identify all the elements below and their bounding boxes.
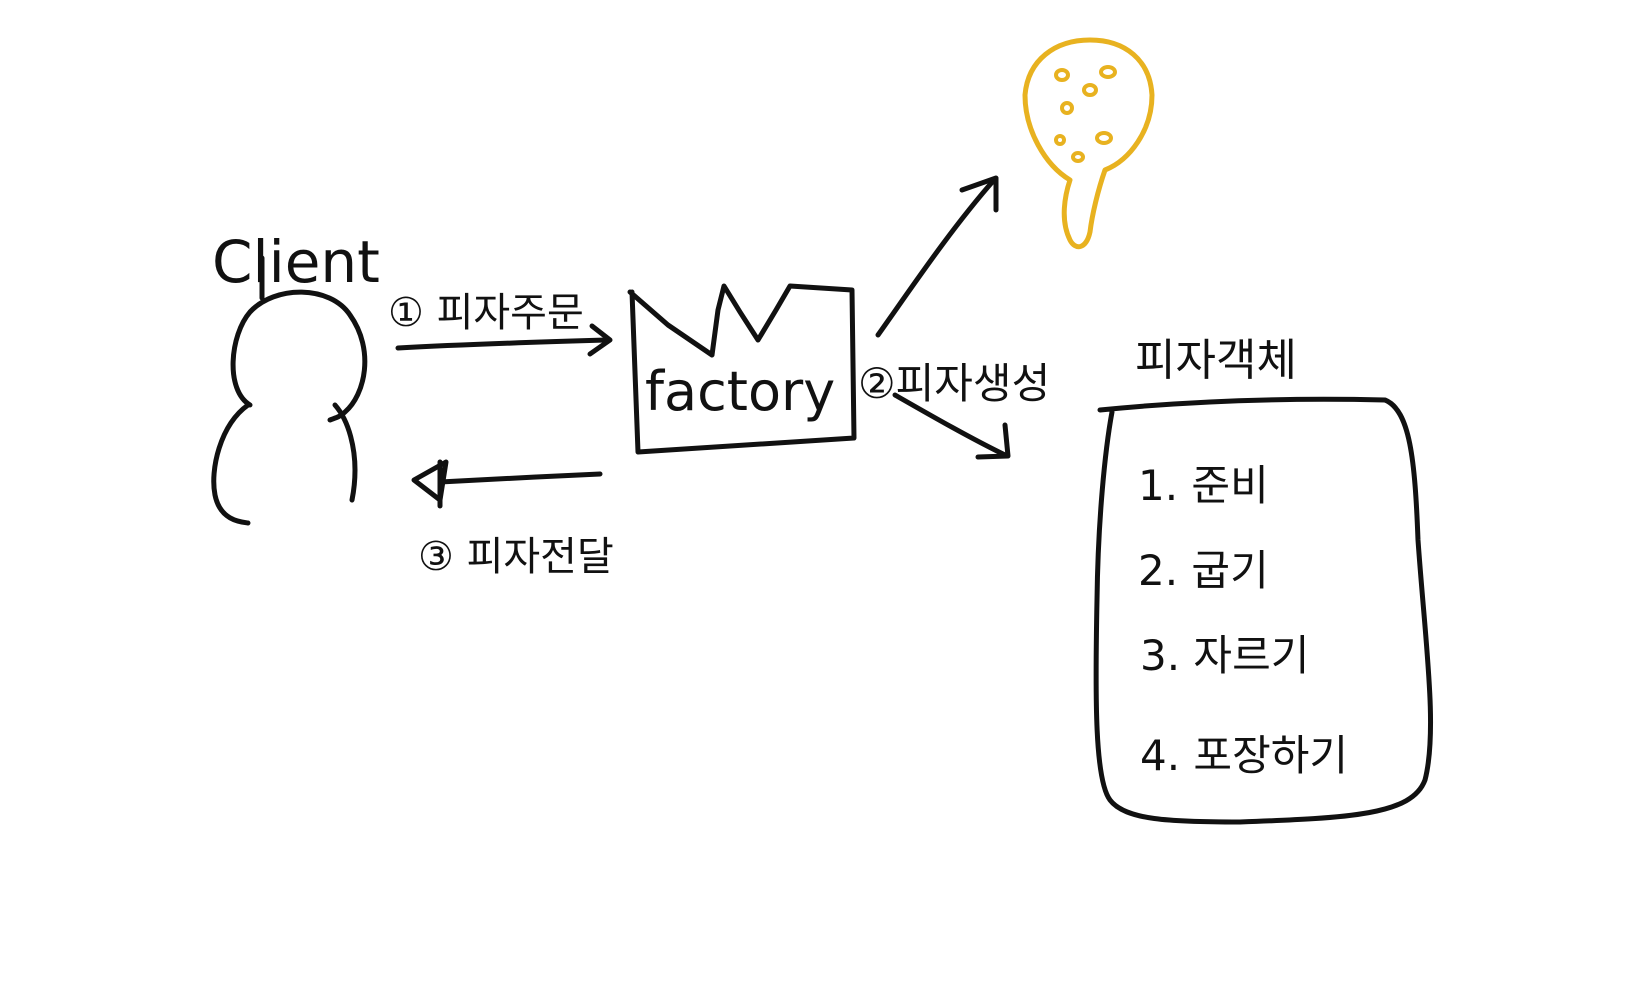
pizza-method-2: 2. 굽기 xyxy=(1138,546,1269,595)
pizza-slice-icon xyxy=(1022,37,1155,250)
step2-arrows xyxy=(875,175,1011,460)
step3-arrow xyxy=(411,459,603,509)
factory: factory xyxy=(627,283,857,455)
stick-figure-icon xyxy=(211,255,368,526)
pizza-method-1: 1. 준비 xyxy=(1138,461,1269,510)
pizza-object: 피자객체 1. 준비 2. 굽기 3. 자르기 4. 포장하기 xyxy=(1093,335,1434,825)
step1-arrow xyxy=(395,323,613,357)
pizza-method-3: 3. 자르기 xyxy=(1140,631,1309,680)
factory-label: factory xyxy=(645,360,835,423)
pizza-method-4: 4. 포장하기 xyxy=(1140,731,1348,780)
factory-building-icon xyxy=(627,283,857,455)
pizza-object-title: 피자객체 xyxy=(1135,335,1297,386)
step3-label: ③ 피자전달 xyxy=(418,534,614,580)
client-label: Client xyxy=(212,228,380,296)
step2-label: ②피자생성 xyxy=(858,359,1050,408)
pizza-object-box xyxy=(1093,396,1434,825)
step1-label: ① 피자주문 xyxy=(388,290,584,336)
client: Client xyxy=(211,228,380,526)
